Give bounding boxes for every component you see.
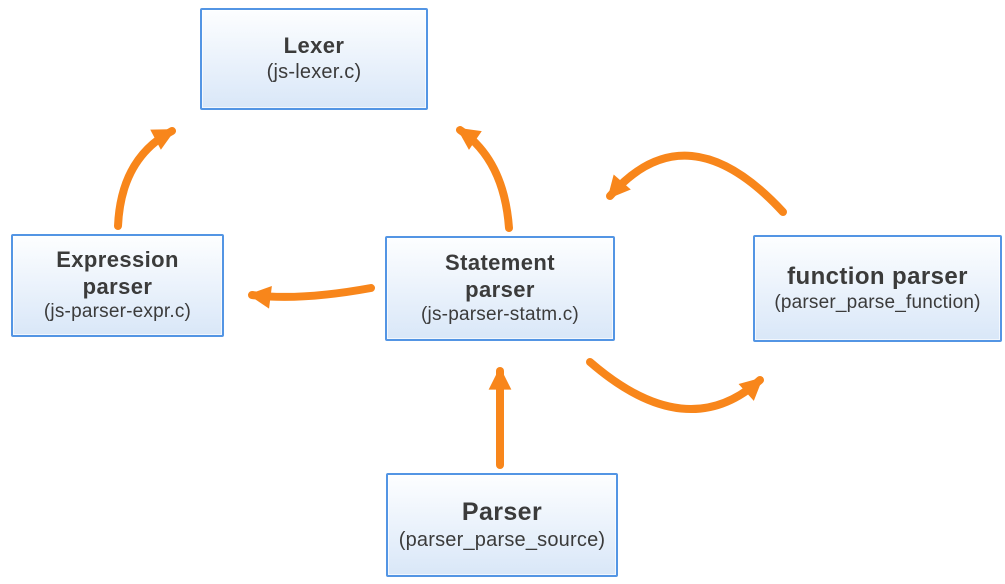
- edge-function-parser-to-statement-parser-arrow: [606, 151, 787, 216]
- node-lexer-title: Lexer: [283, 33, 345, 59]
- node-statement-parser-title: Statement parser: [445, 249, 555, 302]
- node-statement-parser: Statement parser (js-parser-statm.c): [385, 236, 615, 341]
- edge-expression-parser-to-lexer-arrow: [114, 127, 176, 230]
- edge-statement-parser-to-lexer-arrow: [456, 126, 513, 232]
- node-expression-parser: Expression parser (js-parser-expr.c): [11, 234, 224, 337]
- node-parser-subtitle: (parser_parse_source): [398, 528, 606, 551]
- node-function-parser-subtitle: (parser_parse_function): [774, 292, 981, 314]
- edge-statement-parser-to-function-parser-arrow: [586, 358, 764, 413]
- node-function-parser: function parser (parser_parse_function): [753, 235, 1002, 342]
- node-lexer-subtitle: (js-lexer.c): [266, 60, 362, 83]
- node-expression-parser-subtitle: (js-parser-expr.c): [43, 301, 192, 323]
- node-statement-parser-subtitle: (js-parser-statm.c): [421, 304, 579, 326]
- node-function-parser-title: function parser: [787, 262, 968, 290]
- node-lexer: Lexer (js-lexer.c): [200, 8, 428, 110]
- node-expression-parser-title: Expression parser: [56, 246, 179, 299]
- node-parser: Parser (parser_parse_source): [386, 473, 618, 577]
- node-parser-title: Parser: [461, 498, 543, 527]
- edge-statement-parser-to-expression-parser-arrow: [247, 284, 375, 309]
